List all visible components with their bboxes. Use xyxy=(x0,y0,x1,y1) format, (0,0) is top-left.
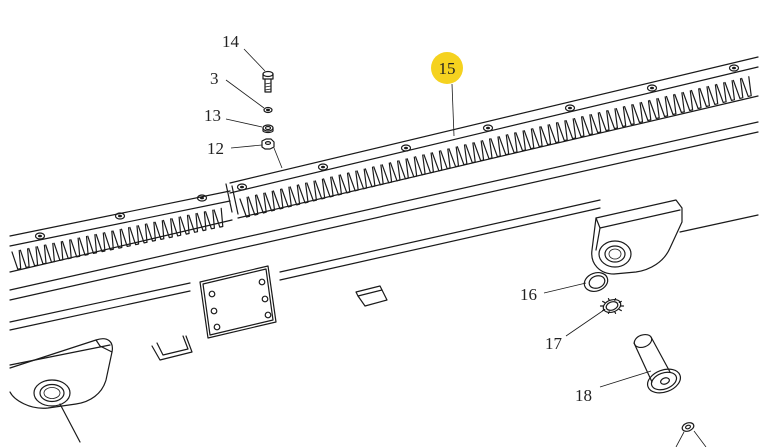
callout-16: 16 xyxy=(520,285,537,304)
callout-3: 3 xyxy=(210,69,219,88)
main-beam xyxy=(9,121,759,366)
leader-lines xyxy=(225,48,652,388)
highlight-badge xyxy=(431,52,463,84)
callout-labels: 14 3 13 12 15 16 17 18 xyxy=(204,32,592,405)
callout-15: 15 xyxy=(439,59,456,78)
callout-17: 17 xyxy=(545,334,563,353)
right-bracket xyxy=(591,199,683,275)
bolt-stack xyxy=(261,70,283,169)
rack-bolt-holes xyxy=(34,64,740,240)
callout-14: 14 xyxy=(222,32,240,51)
gear-rack-rail xyxy=(9,56,759,273)
handle-loop xyxy=(151,335,193,361)
mounting-plate xyxy=(199,265,277,339)
callout-13: 13 xyxy=(204,106,221,125)
callout-12: 12 xyxy=(207,139,224,158)
rack-teeth xyxy=(11,76,752,270)
callout-18: 18 xyxy=(575,386,592,405)
shaft-assembly xyxy=(583,271,707,447)
left-bracket xyxy=(9,338,113,443)
